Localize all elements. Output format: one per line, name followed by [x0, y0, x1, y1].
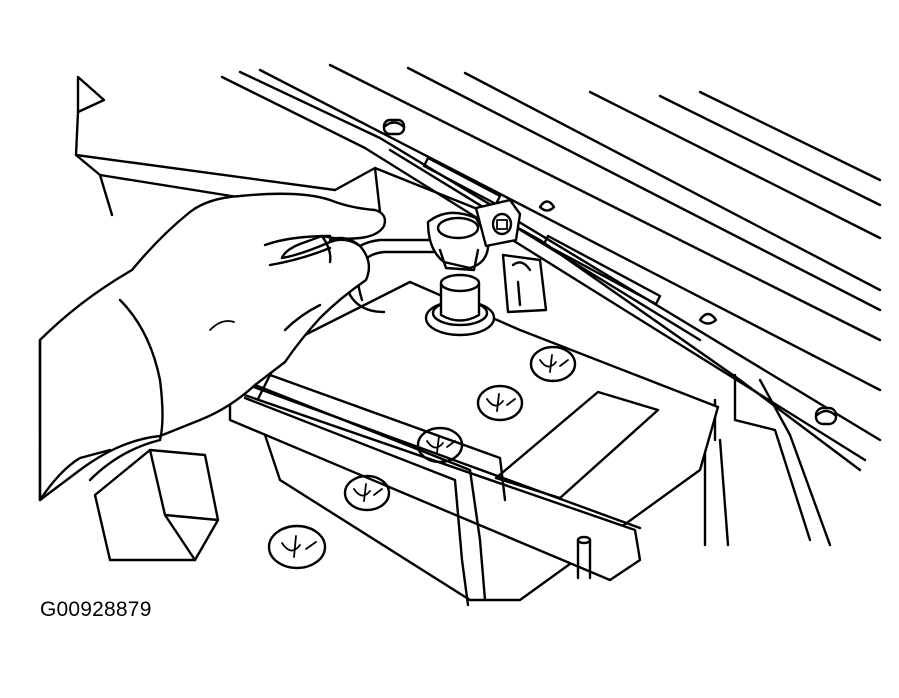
hold-down-rod	[576, 538, 592, 580]
battery	[93, 280, 720, 607]
battery-terminal-post	[424, 273, 496, 337]
battery-cable-clamp	[345, 198, 522, 314]
battery-label-plate	[494, 390, 660, 500]
vent-cap-icon	[343, 474, 391, 512]
vent-cap-icon	[267, 524, 327, 570]
support-bracket	[74, 75, 382, 217]
panel-tab-icon	[698, 312, 718, 325]
vent-cap-icon	[476, 384, 524, 422]
panel-bolts	[382, 118, 838, 426]
hood-panel-lines	[220, 63, 882, 472]
panel-tab-icon	[538, 200, 556, 212]
hand	[38, 192, 387, 502]
vent-cap-icon	[416, 426, 464, 464]
side-bracket	[703, 373, 832, 547]
figure-code-label: G00928879	[40, 598, 152, 621]
panel-bolt-icon	[814, 406, 838, 426]
cable-mount-post	[501, 253, 548, 314]
panel-bolt-icon	[382, 118, 406, 136]
vent-cap-icon	[529, 345, 577, 383]
